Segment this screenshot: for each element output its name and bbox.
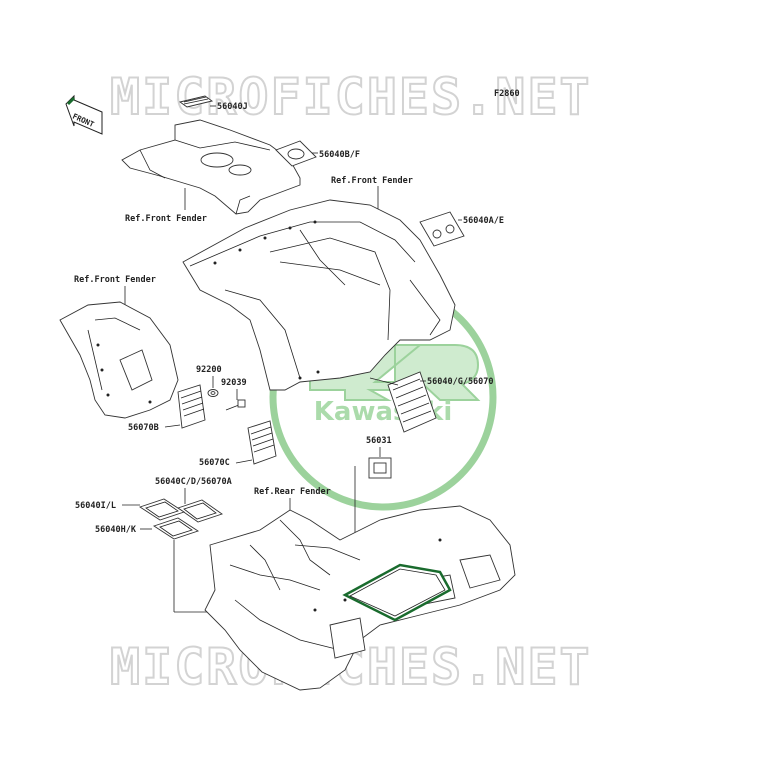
decal-56070b[interactable] bbox=[177, 384, 206, 429]
figure-code: F2860 bbox=[494, 89, 520, 99]
label-92200: 92200 bbox=[196, 365, 222, 375]
decal-56040hk[interactable] bbox=[152, 517, 200, 540]
decal-56040j[interactable] bbox=[178, 95, 214, 108]
label-ref-rear-fender: Ref.Rear Fender bbox=[254, 487, 331, 497]
decal-56031[interactable] bbox=[368, 457, 392, 479]
rear-storage-lid-highlight bbox=[342, 563, 452, 622]
front-arrow-icon: FRONT bbox=[65, 94, 103, 135]
label-ref-front-fender-2: Ref.Front Fender bbox=[331, 176, 413, 186]
decal-56040bf[interactable] bbox=[275, 140, 317, 167]
bolt-92039[interactable] bbox=[225, 399, 246, 411]
watermark-top: MICROFICHES.NET bbox=[110, 68, 592, 126]
decal-56040ae[interactable] bbox=[419, 211, 465, 247]
decal-56070c[interactable] bbox=[247, 420, 277, 465]
front-fender-left bbox=[59, 301, 179, 419]
decal-56040il[interactable] bbox=[138, 498, 186, 521]
label-ref-front-fender-3: Ref.Front Fender bbox=[74, 275, 156, 285]
label-56040bf: 56040B/F bbox=[319, 150, 360, 160]
label-56070c: 56070C bbox=[199, 458, 230, 468]
washer-92200[interactable] bbox=[207, 389, 219, 397]
label-92039: 92039 bbox=[221, 378, 247, 388]
front-fender-top-piece bbox=[121, 119, 301, 215]
label-56040ae: 56040A/E bbox=[463, 216, 504, 226]
decal-56040cd-56070a[interactable] bbox=[177, 499, 223, 523]
label-56040g-56070: 56040/G/56070 bbox=[427, 377, 494, 387]
label-56040hk: 56040H/K bbox=[95, 525, 137, 535]
front-fender-main bbox=[182, 199, 456, 391]
decal-56040g-56070[interactable] bbox=[387, 371, 437, 433]
label-ref-front-fender-1: Ref.Front Fender bbox=[125, 214, 207, 224]
label-56040j: 56040J bbox=[217, 102, 248, 112]
label-56040il: 56040I/L bbox=[75, 501, 116, 511]
label-56040cd-56070a: 56040C/D/56070A bbox=[155, 477, 232, 487]
label-56070b: 56070B bbox=[128, 423, 159, 433]
label-56031: 56031 bbox=[366, 436, 392, 446]
